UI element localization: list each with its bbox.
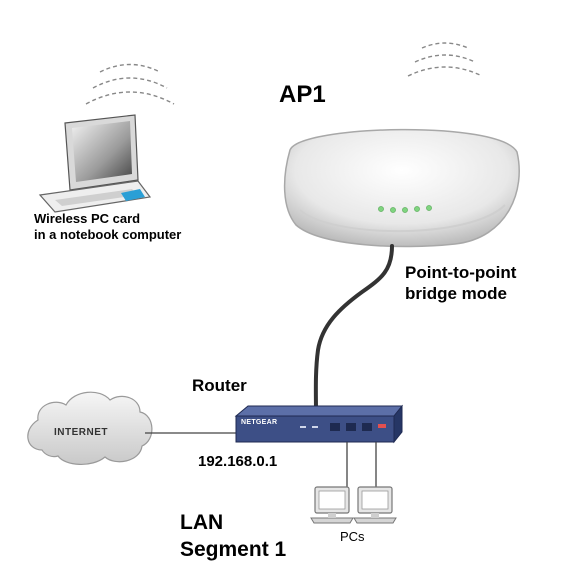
ap-status-leds bbox=[378, 205, 432, 213]
laptop-icon bbox=[38, 114, 152, 213]
lan-label-line2: Segment 1 bbox=[180, 538, 287, 561]
cloud-icon bbox=[27, 391, 153, 465]
bridge-mode-label-line1: Point-to-point bbox=[405, 263, 517, 282]
router-icon bbox=[234, 404, 404, 444]
ap1-label: AP1 bbox=[279, 81, 326, 108]
wifi-waves-icon bbox=[85, 63, 175, 105]
pc-icon bbox=[353, 486, 397, 524]
router-brand-label: NETGEAR bbox=[241, 419, 278, 426]
pcs-label: PCs bbox=[340, 529, 365, 544]
wireless-card-label-line2: in a notebook computer bbox=[34, 227, 182, 242]
wireless-card-label-line1: Wireless PC card bbox=[34, 211, 141, 226]
router-label: Router bbox=[192, 376, 247, 395]
pc-icon bbox=[310, 486, 354, 524]
ap-router-cable bbox=[313, 244, 394, 414]
router-ip-label: 192.168.0.1 bbox=[198, 453, 278, 470]
lan-label-line1: LAN bbox=[180, 511, 224, 534]
bridge-mode-label-line2: bridge mode bbox=[405, 284, 508, 303]
wifi-waves-icon bbox=[407, 42, 483, 77]
internet-label: INTERNET bbox=[54, 427, 108, 438]
access-point-icon bbox=[283, 128, 520, 248]
router-pc-links bbox=[346, 442, 377, 487]
